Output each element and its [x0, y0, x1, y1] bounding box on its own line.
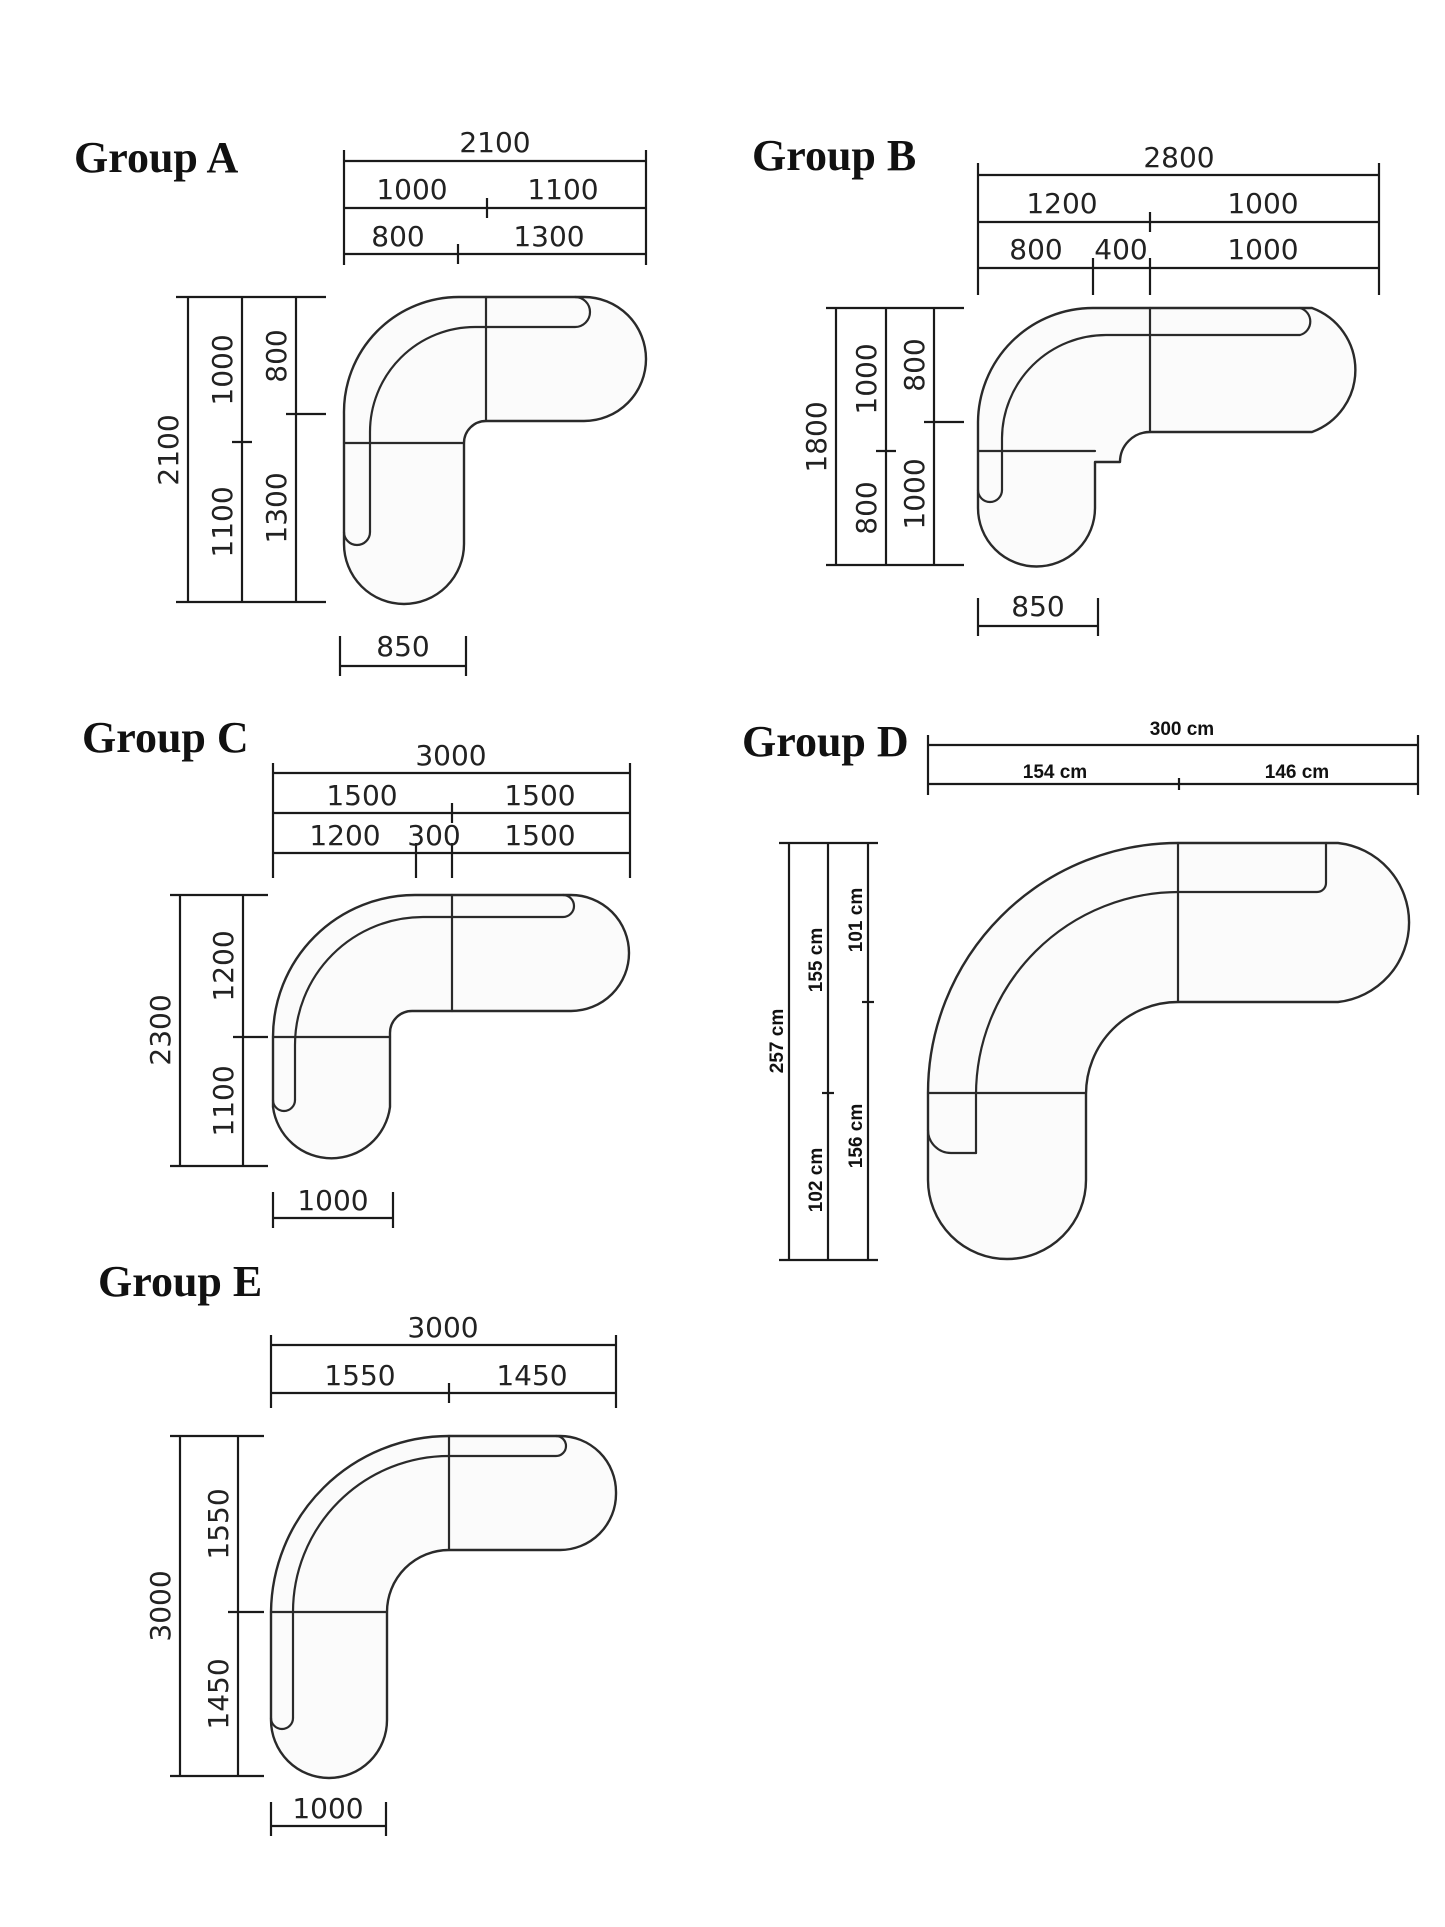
group-e-top-seg1: 1550 — [324, 1359, 395, 1392]
group-d-left-seg4: 156 cm — [846, 1104, 867, 1168]
group-b-left-overall: 1800 — [800, 401, 833, 472]
group-a-left-seg3: 800 — [260, 329, 293, 382]
group-a-left-seg2: 1100 — [206, 486, 239, 557]
group-e: Group E 3000 1550 1450 3000 1550 1450 1 — [98, 1257, 618, 1836]
group-e-title: Group E — [98, 1257, 262, 1306]
group-e-left-dimensions: 3000 1550 1450 — [144, 1434, 264, 1778]
group-c-left-overall: 2300 — [144, 994, 177, 1065]
group-d-top-dimensions: 300 cm 154 cm 146 cm — [926, 719, 1420, 795]
group-c-sofa — [271, 893, 631, 1160]
group-c-top-dimensions: 3000 1500 1500 1200 300 1500 — [271, 739, 632, 878]
group-a-bottom-dimension: 850 — [338, 630, 468, 676]
group-d-sofa — [926, 841, 1411, 1261]
group-b-bottom-dimension: 850 — [976, 590, 1100, 636]
group-c-top-seg1: 1500 — [326, 779, 397, 812]
group-a-left-seg1: 1000 — [206, 334, 239, 405]
group-c: Group C 3000 1500 1500 1200 300 1500 230… — [82, 713, 632, 1228]
group-a-top-seg3: 800 — [371, 220, 424, 253]
group-b-left-seg3: 800 — [898, 338, 931, 391]
group-c-top-seg3: 1200 — [309, 819, 380, 852]
group-d-left-seg2: 102 cm — [806, 1148, 827, 1212]
group-e-top-seg2: 1450 — [496, 1359, 567, 1392]
group-b-top-seg3: 800 — [1009, 233, 1062, 266]
group-c-bottom-width: 1000 — [297, 1184, 368, 1217]
group-d-title: Group D — [742, 717, 909, 766]
group-e-bottom-dimension: 1000 — [269, 1792, 388, 1836]
group-c-bottom-dimension: 1000 — [271, 1184, 395, 1228]
group-c-top-seg5: 1500 — [504, 819, 575, 852]
group-a-top-overall: 2100 — [459, 126, 530, 159]
group-e-left-seg1: 1550 — [202, 1488, 235, 1559]
group-a-bottom-width: 850 — [376, 630, 429, 663]
group-b-top-overall: 2800 — [1143, 141, 1214, 174]
group-d-left-seg1: 155 cm — [806, 928, 827, 992]
group-d-left-overall: 257 cm — [767, 1009, 788, 1073]
group-a-sofa — [342, 295, 648, 606]
group-e-left-overall: 3000 — [144, 1570, 177, 1641]
group-b-top-seg2: 1000 — [1227, 187, 1298, 220]
group-c-left-dimensions: 2300 1200 1100 — [144, 893, 268, 1168]
group-a-left-seg4: 1300 — [260, 472, 293, 543]
group-e-bottom-width: 1000 — [292, 1792, 363, 1825]
group-a-top-seg2: 1100 — [527, 173, 598, 206]
group-a: Group A 2100 1000 1100 800 1300 2100 — [74, 126, 648, 676]
group-b-left-seg2: 800 — [850, 481, 883, 534]
group-a-top-dimensions: 2100 1000 1100 800 1300 — [342, 126, 648, 265]
group-a-title: Group A — [74, 133, 238, 182]
group-d-top-seg2: 146 cm — [1265, 762, 1329, 783]
group-e-top-overall: 3000 — [407, 1311, 478, 1344]
group-d: Group D 300 cm 154 cm 146 cm 257 cm 155 … — [742, 717, 1420, 1262]
group-e-sofa — [269, 1434, 618, 1780]
group-b-top-seg4: 400 — [1094, 233, 1147, 266]
group-e-left-seg2: 1450 — [202, 1658, 235, 1729]
group-b-top-seg1: 1200 — [1026, 187, 1097, 220]
group-b-left-seg1: 1000 — [850, 343, 883, 414]
group-a-left-dimensions: 2100 1000 1100 800 1300 — [152, 295, 326, 604]
group-e-top-dimensions: 3000 1550 1450 — [269, 1311, 618, 1408]
group-c-left-seg1: 1200 — [207, 930, 240, 1001]
group-c-top-seg2: 1500 — [504, 779, 575, 812]
group-c-title: Group C — [82, 713, 249, 762]
group-a-top-seg4: 1300 — [513, 220, 584, 253]
group-c-left-seg2: 1100 — [207, 1065, 240, 1136]
group-d-top-seg1: 154 cm — [1023, 762, 1087, 783]
group-c-top-overall: 3000 — [415, 739, 486, 772]
group-b-bottom-width: 850 — [1011, 590, 1064, 623]
group-a-top-seg1: 1000 — [376, 173, 447, 206]
group-b-left-seg4: 1000 — [898, 458, 931, 529]
group-b-top-seg5: 1000 — [1227, 233, 1298, 266]
group-d-left-dimensions: 257 cm 155 cm 102 cm 101 cm 156 cm — [767, 841, 878, 1262]
group-a-left-overall: 2100 — [152, 414, 185, 485]
group-b-title: Group B — [752, 131, 916, 180]
group-c-top-seg4: 300 — [407, 819, 460, 852]
group-b-top-dimensions: 2800 1200 1000 800 400 1000 — [976, 141, 1381, 295]
group-b-left-dimensions: 1800 1000 800 800 1000 — [800, 306, 964, 567]
group-b: Group B 2800 1200 1000 800 400 1000 — [752, 131, 1381, 636]
group-d-top-overall: 300 cm — [1150, 719, 1214, 740]
group-d-left-seg3: 101 cm — [846, 888, 867, 952]
group-b-sofa — [976, 306, 1357, 568]
